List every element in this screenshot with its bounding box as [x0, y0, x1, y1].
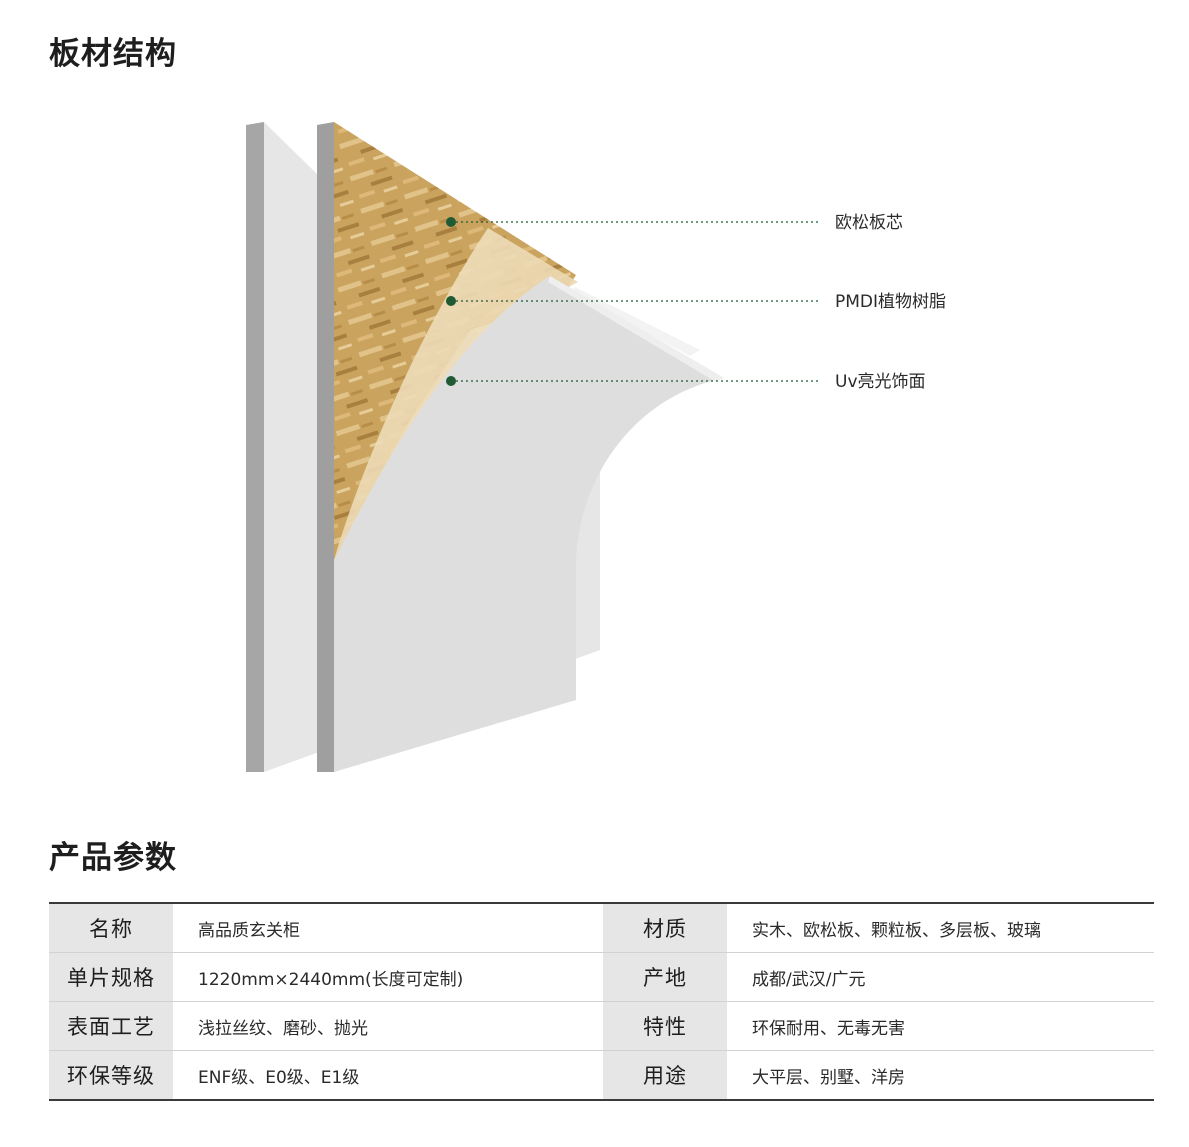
param-key: 环保等级 — [49, 1050, 173, 1100]
uv-gloss-surface — [334, 276, 724, 772]
front-panel-edge — [317, 122, 334, 772]
callout-dot — [446, 296, 456, 306]
callout-label-uv: Uv亮光饰面 — [835, 372, 926, 392]
callout-dot — [446, 217, 456, 227]
callout-uv-surface: Uv亮光饰面 — [446, 372, 926, 392]
callout-label-pmdi: PMDI植物树脂 — [835, 292, 946, 312]
param-value: 环保耐用、无毒无害 — [727, 1001, 1154, 1051]
param-value: 1220mm×2440mm(长度可定制) — [173, 952, 603, 1002]
board-structure-diagram: 欧松板芯 PMDI植物树脂 Uv亮光饰面 — [246, 122, 946, 772]
table-row: 表面工艺 浅拉丝纹、磨砂、抛光 特性 环保耐用、无毒无害 — [49, 1001, 1154, 1051]
param-key: 名称 — [49, 903, 173, 953]
param-value: 实木、欧松板、颗粒板、多层板、玻璃 — [727, 903, 1154, 953]
table-row: 名称 高品质玄关柜 材质 实木、欧松板、颗粒板、多层板、玻璃 — [49, 903, 1154, 953]
param-value: 浅拉丝纹、磨砂、抛光 — [173, 1001, 603, 1051]
callout-label-osb: 欧松板芯 — [835, 213, 903, 233]
param-key: 表面工艺 — [49, 1001, 173, 1051]
param-key: 材质 — [603, 903, 727, 953]
param-value: 成都/武汉/广元 — [727, 952, 1154, 1002]
param-key: 单片规格 — [49, 952, 173, 1002]
param-value: 大平层、别墅、洋房 — [752, 1067, 905, 1088]
params-section-title: 产品参数 — [49, 840, 177, 876]
param-key: 用途 — [603, 1050, 727, 1100]
callout-dot — [446, 376, 456, 386]
param-key: 产地 — [603, 952, 727, 1002]
structure-section-title: 板材结构 — [49, 36, 177, 72]
table-row: 环保等级 ENF级、E0级、E1级 用途 大平层、别墅、洋房 — [49, 1050, 1154, 1100]
callout-pmdi-resin: PMDI植物树脂 — [446, 292, 946, 312]
param-key: 特性 — [603, 1001, 727, 1051]
product-params-table: 名称 高品质玄关柜 材质 实木、欧松板、颗粒板、多层板、玻璃 单片规格 1220… — [49, 902, 1154, 1101]
callout-osb-core: 欧松板芯 — [446, 213, 903, 233]
param-value: 高品质玄关柜 — [173, 903, 603, 953]
table-row: 单片规格 1220mm×2440mm(长度可定制) 产地 成都/武汉/广元 — [49, 952, 1154, 1002]
param-value: ENF级、E0级、E1级 — [198, 1067, 360, 1088]
